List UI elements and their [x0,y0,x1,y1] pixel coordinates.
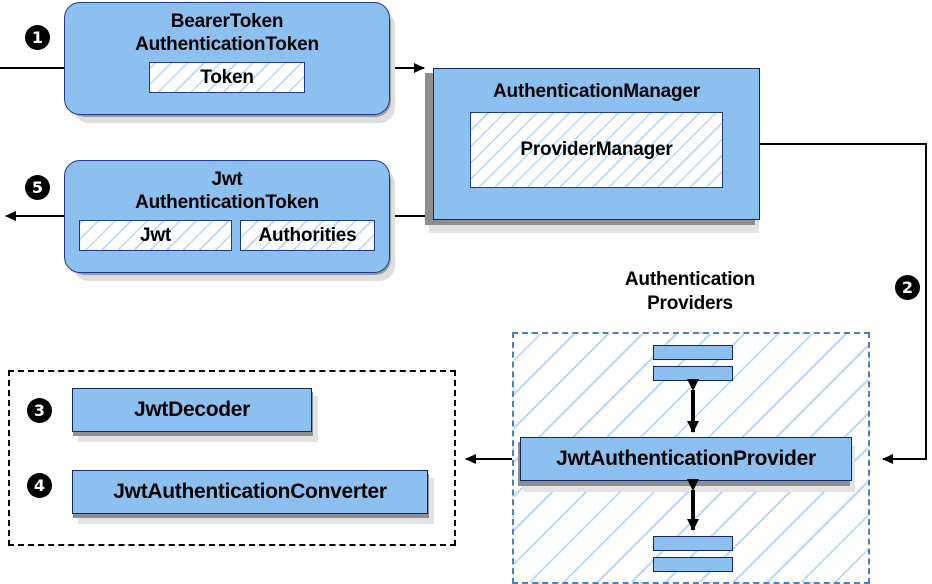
badge-step-1: 1 [25,25,50,50]
authentication-manager-title: AuthenticationManager [493,81,700,102]
jwt-support-group-container [8,370,456,546]
provider-stub-bottom-1 [653,536,733,551]
jwt-decoder-label: JwtDecoder [133,398,251,421]
jwt-authentication-token-field-jwt: Jwt [79,220,232,251]
bearer-token-title: BearerToken AuthenticationToken [135,11,319,55]
jwt-authentication-token-fields: Jwt Authorities [79,220,375,251]
bearer-token-field-token-label: Token [200,66,254,88]
node-bearer-token-authentication-token[interactable]: BearerToken AuthenticationToken Token [64,2,390,115]
badge-step-2: 2 [895,275,920,300]
node-jwt-authentication-converter[interactable]: JwtAuthenticationConverter [72,470,428,514]
connector-step2-manager-to-provider [760,143,927,464]
jwt-authentication-token-field-authorities: Authorities [240,220,375,251]
jwt-authentication-provider-label: JwtAuthenticationProvider [556,447,816,470]
badge-step-3: 3 [27,398,52,423]
bearer-token-field-token: Token [149,62,305,93]
badge-step-5: 5 [25,175,50,200]
node-jwt-authentication-provider[interactable]: JwtAuthenticationProvider [520,437,852,481]
jwt-authentication-token-field-jwt-label: Jwt [139,224,172,246]
provider-stub-bottom-2 [653,557,733,572]
authentication-providers-label: Authentication Providers [624,269,756,314]
authentication-manager-field-provider-manager: ProviderManager [470,112,723,188]
node-authentication-manager[interactable]: AuthenticationManager ProviderManager [433,68,760,220]
provider-stub-top-1 [653,345,733,360]
jwt-authentication-token-title: Jwt AuthenticationToken [135,169,319,213]
authentication-manager-field-provider-manager-label: ProviderManager [520,139,673,160]
node-jwt-decoder[interactable]: JwtDecoder [72,388,312,432]
badge-step-4: 4 [27,473,52,498]
node-jwt-authentication-token[interactable]: Jwt AuthenticationToken Jwt Authorities [64,160,390,273]
jwt-authentication-token-field-authorities-label: Authorities [258,224,357,246]
jwt-authentication-converter-label: JwtAuthenticationConverter [113,480,387,503]
